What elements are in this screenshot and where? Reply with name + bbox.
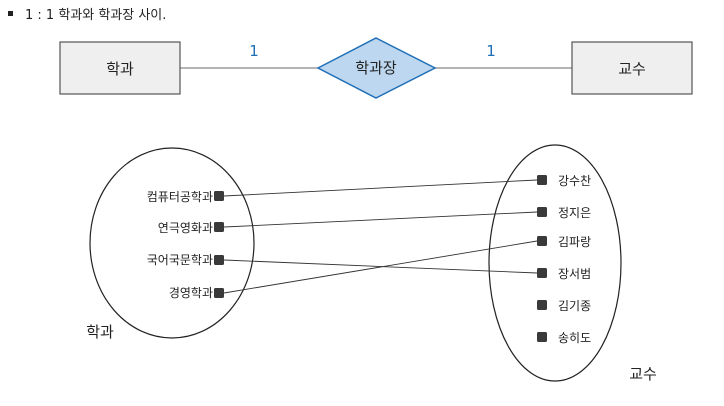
- professor-item: 송히도: [537, 331, 591, 345]
- department-item: 경영학과: [169, 286, 224, 300]
- professor-set-ellipse: [488, 144, 622, 382]
- department-item: 컴퓨터공학과: [147, 190, 224, 204]
- department-name: 국어국문학과: [147, 253, 213, 267]
- cardinality-right: 1: [486, 42, 496, 60]
- mapping-link: [223, 179, 538, 197]
- professor-item: 장서범: [537, 267, 591, 281]
- entity-department-label: 학과: [106, 60, 134, 78]
- professor-marker: [537, 268, 547, 278]
- relationship-label: 학과장: [355, 59, 397, 77]
- mapping-lines: [223, 179, 538, 294]
- professor-item: 김파랑: [537, 235, 591, 249]
- department-marker: [214, 191, 224, 201]
- professor-name: 장서범: [558, 267, 591, 281]
- professor-item: 정지은: [537, 206, 591, 220]
- professor-marker: [537, 175, 547, 185]
- professor-item: 김기종: [537, 299, 591, 313]
- professor-marker: [537, 300, 547, 310]
- department-name: 컴퓨터공학과: [147, 190, 213, 204]
- professor-marker: [537, 207, 547, 217]
- department-set-label: 학과: [86, 323, 114, 341]
- mapping-link: [223, 211, 538, 228]
- professor-item: 강수찬: [537, 173, 591, 188]
- department-marker: [214, 255, 224, 265]
- professor-name: 송히도: [558, 331, 591, 345]
- heading-text: 1 : 1 학과와 학과장 사이.: [25, 8, 167, 23]
- professor-name: 김파랑: [558, 235, 591, 249]
- entity-professor: 교수: [571, 41, 693, 95]
- professor-name: 강수찬: [558, 173, 591, 188]
- bullet-icon: [8, 11, 13, 16]
- department-set-ellipse: [89, 147, 255, 339]
- professor-marker: [537, 236, 547, 246]
- professor-set-label: 교수: [629, 365, 657, 383]
- heading: 1 : 1 학과와 학과장 사이.: [8, 4, 166, 23]
- department-item: 국어국문학과: [147, 253, 224, 267]
- entity-professor-label: 교수: [618, 60, 646, 78]
- department-marker: [214, 288, 224, 298]
- professor-name: 김기종: [558, 299, 591, 313]
- professor-name: 정지은: [558, 206, 591, 220]
- professor-marker: [537, 332, 547, 342]
- department-name: 연극영화과: [158, 221, 213, 235]
- department-item: 연극영화과: [158, 221, 224, 235]
- cardinality-left: 1: [249, 42, 259, 60]
- department-name: 경영학과: [169, 286, 213, 300]
- mapping-link: [223, 259, 538, 274]
- entity-department: 학과: [59, 41, 181, 95]
- relationship-head: 학과장: [316, 37, 437, 99]
- mapping-link: [223, 240, 538, 294]
- department-marker: [214, 222, 224, 232]
